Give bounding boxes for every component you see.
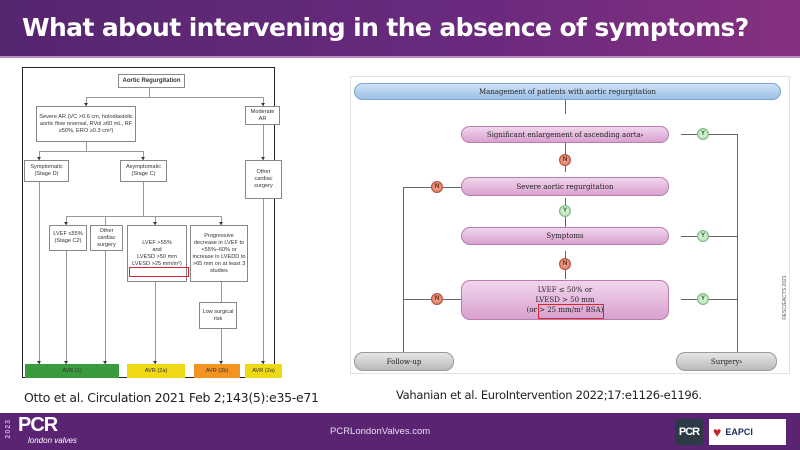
citation-right: Vahanian et al. EuroIntervention 2022;17… [396,388,702,402]
badge-no-4: N [431,293,443,305]
outcome-avr-1: AVR (1) [25,364,119,378]
box-follow-up: Follow-up [354,352,454,371]
box-severe-ar: Severe aortic regurgitation [461,177,669,196]
esc-eacts-flowchart: Management of patients with aortic regur… [350,76,790,374]
box-low-surgical-risk: Low surgical risk [199,302,237,329]
box-symptoms: Symptoms [461,227,669,245]
box-other-cardiac-surgery-right: Other cardiac surgery [245,160,282,199]
highlight-box-right [538,304,604,319]
logo-year: 2023 [5,419,12,439]
badge-yes-1: Y [559,205,571,217]
badge-no-3: N [559,258,571,270]
badge-yes-3: Y [697,230,709,242]
pcr-logo-subtitle: london valves [28,436,77,445]
box-management-title: Management of patients with aortic regur… [354,83,781,100]
badge-yes-2: Y [697,128,709,140]
partner-eapci-logo: ♥ EAPCI [709,419,786,445]
box-progressive-decrease: Progressive decrease in LVEF to <55%–60%… [190,225,248,282]
outcome-avr-2b: AVR (2b) [194,364,240,378]
ascending-aorta-text: Significant enlargement of ascending aor… [486,130,641,139]
pcr-logo: PCR [18,414,58,436]
highlight-box-left [129,267,189,277]
footnote-b: b [739,358,743,364]
box-symptomatic: Symptomatic (Stage D) [24,160,69,182]
partner-pcr-logo: PCR [675,419,703,445]
outcome-avr-2a-moderate: AVR (2a) [245,364,282,378]
badge-no-2: N [431,181,443,193]
box-aortic-regurgitation: Aortic Regurgitation [118,74,185,88]
copyright-text: ©ESC/EACTS 2021 [782,275,788,320]
box-severe-ar: Severe AR (VC >0.6 cm, holodiastolic aor… [36,106,136,142]
lvef-line-3: LVESD >50 mm [137,253,177,260]
lvesd-indexed-text: LVESD >25 mm/m²) [132,260,182,267]
box-lvef-lvesd: LVEF >55% and LVESD >50 mm LVESD >25 mm/… [127,225,187,282]
slide-footer: 2023 PCR london valves PCRLondonValves.c… [0,413,800,450]
slide-header: What about intervening in the absence of… [0,0,800,58]
badge-yes-4: Y [697,293,709,305]
footer-url-link[interactable]: PCRLondonValves.com [330,426,431,437]
bsa-text: > 25 mm/m² BSA) [539,306,604,314]
lvesd-indexed-line: (or > 25 mm/m² BSA) [527,305,604,315]
eapci-text: EAPCI [725,427,753,437]
surgery-text: Surgery [710,357,740,366]
lvef-text: LVEF ≤ 50% or [537,286,593,294]
acc-aha-flowchart: Aortic Regurgitation Severe AR (VC >0.6 … [22,67,282,378]
box-asymptomatic: Asymptomatic (Stage C) [120,160,167,182]
lvef-line-2: and [152,246,162,253]
lvesd-text: LVESD > 50 mm [535,296,595,304]
citation-left: Otto et al. Circulation 2021 Feb 2;143(5… [24,390,319,405]
box-ascending-aorta: Significant enlargement of ascending aor… [461,126,669,143]
slide-title: What about intervening in the absence of… [22,13,749,42]
box-lvef-stage-c2: LVEF ≤55% (Stage C2) [49,225,87,251]
footnote-a: a [640,131,644,137]
or-text: (or [526,306,537,314]
box-lvef-lvesd: LVEF ≤ 50% or LVESD > 50 mm (or > 25 mm/… [461,280,669,320]
heart-icon: ♥ [713,424,722,440]
box-other-cardiac-surgery-mid: Other cardiac surgery [90,225,123,251]
badge-no-1: N [559,154,571,166]
outcome-avr-2a: AVR (2a) [127,364,185,378]
lvef-line-1: LVEF >55% [142,239,172,246]
box-moderate-ar: Moderate AR [245,106,280,125]
